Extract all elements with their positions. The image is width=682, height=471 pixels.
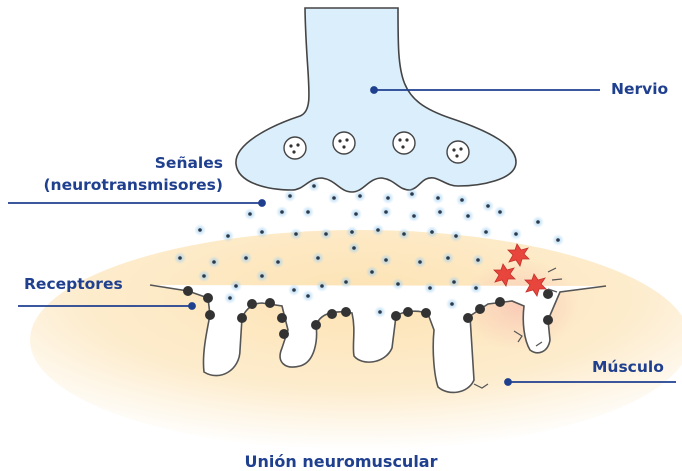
receptor (495, 297, 505, 307)
neurotransmitter (194, 224, 206, 236)
receptor (463, 313, 473, 323)
neurotransmitter (224, 292, 236, 304)
neurotransmitter (222, 230, 234, 242)
neurotransmitter (374, 306, 386, 318)
neurotransmitter (316, 280, 328, 292)
receptors-label: Receptores (24, 274, 123, 295)
neurotransmitter (372, 224, 384, 236)
neurotransmitter (434, 206, 446, 218)
neurotransmitter (240, 252, 252, 264)
neurotransmitter (424, 282, 436, 294)
muscle-label: Músculo (592, 357, 664, 378)
neurotransmitter (174, 252, 186, 264)
receptor (311, 320, 321, 330)
nerve-terminal (236, 8, 516, 192)
neurotransmitter (288, 284, 300, 296)
neurotransmitter (380, 254, 392, 266)
neurotransmitter (346, 226, 358, 238)
neurotransmitter (328, 192, 340, 204)
neurotransmitter (244, 208, 256, 220)
receptor (265, 298, 275, 308)
diagram-caption: Unión neuromuscular (0, 451, 682, 471)
receptor (391, 311, 401, 321)
neurotransmitter (462, 210, 474, 222)
neurotransmitter (480, 226, 492, 238)
neurotransmitter (230, 280, 242, 292)
neurotransmitter (552, 234, 564, 246)
neurotransmitter (198, 270, 210, 282)
neurotransmitter (456, 194, 468, 206)
neurotransmitter (406, 188, 418, 200)
receptor (203, 293, 213, 303)
neurotransmitter (446, 298, 458, 310)
signals-label-line1: Señales (155, 153, 223, 174)
receptor (183, 286, 193, 296)
neurotransmitter (510, 228, 522, 240)
receptor (279, 329, 289, 339)
neurotransmitter (290, 228, 302, 240)
receptor (237, 313, 247, 323)
neurotransmitter (302, 206, 314, 218)
neurotransmitter (256, 226, 268, 238)
neurotransmitter (382, 192, 394, 204)
signals-label-line2: (neurotransmisores) (43, 175, 223, 196)
neurotransmitter (398, 228, 410, 240)
neurotransmitter (432, 192, 444, 204)
receptor (341, 307, 351, 317)
neurotransmitter (448, 276, 460, 288)
neurotransmitter (302, 290, 314, 302)
receptor (421, 308, 431, 318)
neurotransmitter (450, 230, 462, 242)
neurotransmitter (472, 254, 484, 266)
neurotransmitter (380, 206, 392, 218)
neurotransmitter (482, 200, 494, 212)
receptor (205, 310, 215, 320)
neurotransmitter (320, 228, 332, 240)
neurotransmitter (312, 252, 324, 264)
neurotransmitter (256, 270, 268, 282)
receptor (327, 309, 337, 319)
neurotransmitter (408, 210, 420, 222)
receptor (247, 299, 257, 309)
neurotransmitter (494, 206, 506, 218)
neurotransmitter (350, 208, 362, 220)
neurotransmitter (308, 180, 320, 192)
neurotransmitter (284, 190, 296, 202)
neurotransmitter (340, 276, 352, 288)
neurotransmitter (272, 256, 284, 268)
receptor (403, 307, 413, 317)
neurotransmitter (414, 256, 426, 268)
neurotransmitter (392, 278, 404, 290)
neurotransmitter (348, 242, 360, 254)
nerve-label: Nervio (611, 79, 668, 100)
receptor (277, 313, 287, 323)
neurotransmitter (354, 190, 366, 202)
receptor (475, 304, 485, 314)
neurotransmitter (532, 216, 544, 228)
neurotransmitter (366, 266, 378, 278)
neurotransmitter (208, 256, 220, 268)
receptor (543, 315, 553, 325)
neurotransmitter (426, 226, 438, 238)
neurotransmitter (470, 282, 482, 294)
neurotransmitter (276, 206, 288, 218)
neurotransmitter (442, 252, 454, 264)
